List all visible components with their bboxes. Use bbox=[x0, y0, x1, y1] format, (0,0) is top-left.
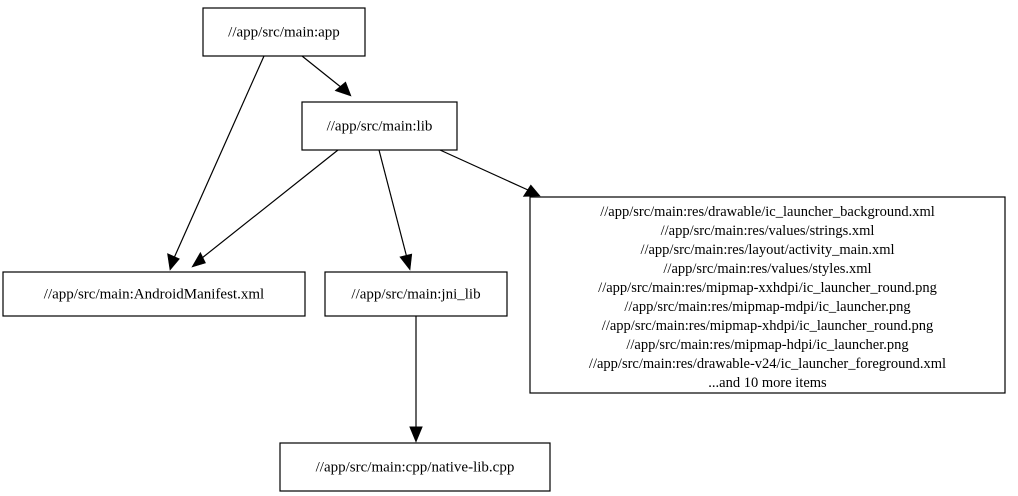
edge-app-to-lib bbox=[301, 55, 352, 97]
res-bundle-line-9: //app/src/main:res/drawable-v24/ic_launc… bbox=[589, 356, 946, 372]
node-lib-label: //app/src/main:lib bbox=[327, 118, 433, 134]
node-app[interactable]: //app/src/main:app bbox=[202, 7, 366, 57]
node-jni-lib[interactable]: //app/src/main:jni_lib bbox=[324, 271, 508, 317]
edge-lib-to-res-bundle bbox=[439, 149, 541, 197]
edge-lib-to-jni-lib bbox=[378, 149, 413, 271]
res-bundle-line-7: //app/src/main:res/mipmap-xhdpi/ic_launc… bbox=[602, 318, 933, 334]
res-bundle-line-2: //app/src/main:res/values/strings.xml bbox=[661, 223, 875, 239]
node-lib[interactable]: //app/src/main:lib bbox=[301, 101, 458, 151]
node-native-lib-cpp[interactable]: //app/src/main:cpp/native-lib.cpp bbox=[279, 442, 551, 492]
res-bundle-line-6: //app/src/main:res/mipmap-mdpi/ic_launch… bbox=[624, 299, 910, 315]
node-app-label: //app/src/main:app bbox=[228, 24, 340, 40]
edge-jni-lib-to-native-lib bbox=[409, 316, 423, 443]
res-bundle-line-1: //app/src/main:res/drawable/ic_launcher_… bbox=[600, 204, 935, 220]
res-bundle-line-8: //app/src/main:res/mipmap-hdpi/ic_launch… bbox=[626, 337, 908, 353]
edge-app-to-androidmanifest bbox=[167, 55, 265, 271]
node-res-bundle[interactable]: //app/src/main:res/drawable/ic_launcher_… bbox=[529, 196, 1006, 394]
node-native-lib-cpp-label: //app/src/main:cpp/native-lib.cpp bbox=[316, 459, 515, 475]
node-androidmanifest-label: //app/src/main:AndroidManifest.xml bbox=[44, 286, 264, 302]
res-bundle-line-4: //app/src/main:res/values/styles.xml bbox=[663, 261, 871, 277]
res-bundle-line-5: //app/src/main:res/mipmap-xxhdpi/ic_laun… bbox=[598, 280, 937, 296]
res-bundle-line-10: ...and 10 more items bbox=[708, 375, 827, 391]
res-bundle-line-3: //app/src/main:res/layout/activity_main.… bbox=[640, 242, 894, 258]
node-jni-lib-label: //app/src/main:jni_lib bbox=[351, 286, 480, 302]
edge-lib-to-androidmanifest bbox=[191, 149, 339, 268]
node-androidmanifest[interactable]: //app/src/main:AndroidManifest.xml bbox=[2, 271, 306, 317]
